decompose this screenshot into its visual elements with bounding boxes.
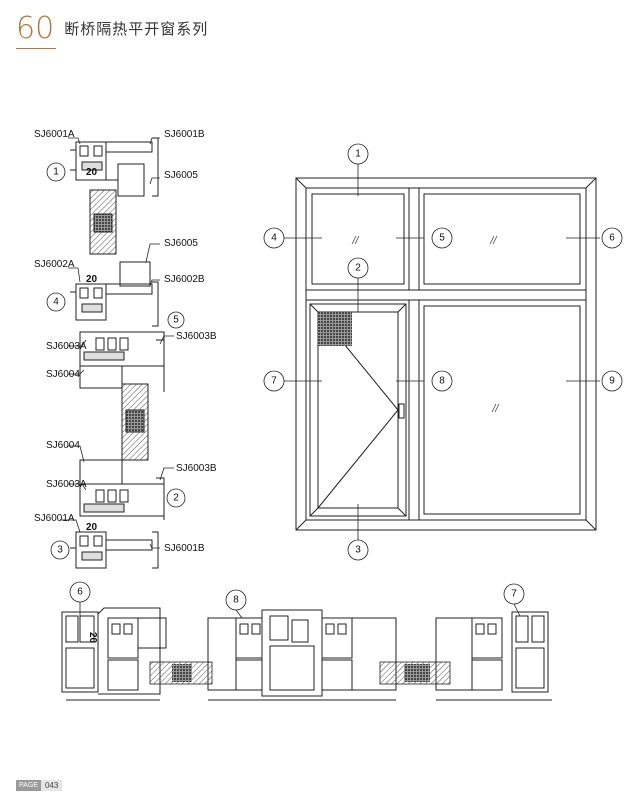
callout-window-2: 2	[355, 263, 361, 274]
window-callouts	[263, 143, 623, 561]
bottom-callouts	[69, 581, 525, 611]
callout-left-2: 2	[173, 493, 179, 504]
label-sj6003b-b: SJ6003B	[176, 463, 217, 474]
callout-window-7: 7	[271, 376, 277, 387]
callout-bottom-6: 6	[77, 587, 83, 598]
callout-window-6: 6	[609, 233, 615, 244]
sealant-block-lower	[125, 409, 145, 433]
page-title: 断桥隔热平开窗系列	[64, 19, 209, 38]
label-sj6002a: SJ6002A	[34, 259, 75, 270]
label-sj6001b-b: SJ6001B	[164, 543, 205, 554]
horizontal-section	[61, 607, 552, 701]
label-sj6003a: SJ6003A	[46, 341, 87, 352]
profile-sj6003-upper	[79, 331, 165, 392]
label-sj6001a: SJ6001A	[34, 129, 75, 140]
callout-window-1: 1	[355, 149, 361, 160]
label-sj6003a-b: SJ6003A	[46, 479, 87, 490]
sealant-block-upper	[93, 213, 113, 233]
sealant-block-bottom-right	[404, 664, 430, 682]
glass-marks	[351, 235, 500, 413]
dimension-20-a: 20	[86, 167, 98, 178]
label-sj6001b: SJ6001B	[164, 129, 205, 140]
callout-bottom-8: 8	[233, 595, 239, 606]
insect-screen	[318, 312, 352, 346]
page-header: 60 断桥隔热平开窗系列	[16, 8, 208, 48]
callout-window-9: 9	[609, 376, 615, 387]
profile-sj6003-lower	[79, 459, 165, 520]
label-sj6001a-b: SJ6001A	[34, 513, 75, 524]
page-footer: PAGE 043	[16, 778, 63, 792]
bottom-leaders	[79, 600, 521, 619]
callout-window-4: 4	[271, 233, 277, 244]
label-sj6005: SJ6005	[164, 170, 198, 181]
callout-left-5: 5	[173, 315, 179, 326]
label-sj6004: SJ6004	[46, 369, 80, 380]
dimension-20-b: 20	[86, 274, 98, 285]
callout-left-4: 4	[53, 297, 59, 308]
left-callouts	[46, 162, 186, 560]
page-number: 043	[40, 779, 63, 791]
profile-sj6001-bottom	[70, 531, 159, 569]
callout-bottom-7: 7	[511, 589, 517, 600]
label-sj6005-b: SJ6005	[164, 238, 198, 249]
callout-window-3: 3	[355, 545, 361, 556]
header-rule	[16, 48, 56, 49]
dimension-20-c: 20	[86, 522, 98, 533]
vertical-section	[70, 137, 165, 569]
label-sj6002b: SJ6002B	[164, 274, 205, 285]
callout-left-3: 3	[57, 545, 63, 556]
series-number: 60	[16, 10, 55, 46]
callout-window-5: 5	[439, 233, 445, 244]
callout-left-1: 1	[53, 167, 59, 178]
page-tag: PAGE	[16, 779, 41, 791]
label-sj6003b: SJ6003B	[176, 331, 217, 342]
window-leaders	[284, 164, 600, 540]
label-sj6004-b: SJ6004	[46, 440, 80, 451]
dimension-20-d: 20	[87, 632, 98, 644]
sealant-block-bottom-left	[172, 664, 192, 682]
leader-lines	[60, 137, 174, 549]
callout-window-8: 8	[439, 376, 445, 387]
profile-sj6001	[70, 137, 159, 197]
profile-sj6002	[70, 261, 159, 327]
